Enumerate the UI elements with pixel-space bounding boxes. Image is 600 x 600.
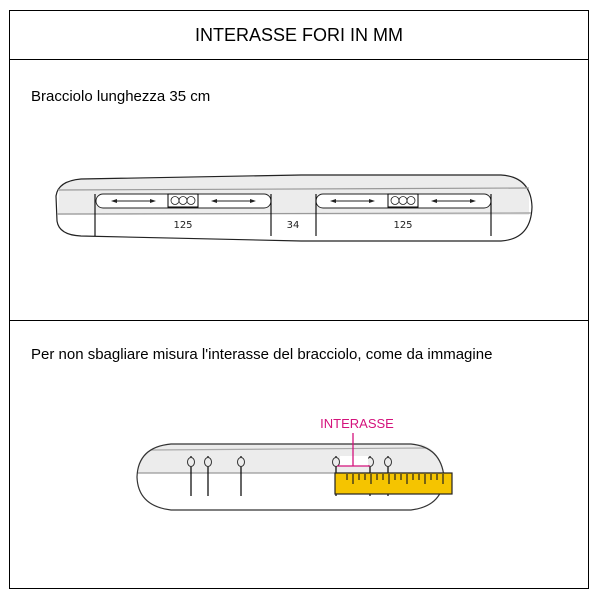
- armrest-length-caption: Bracciolo lunghezza 35 cm: [31, 88, 211, 105]
- measure-instruction-caption: Per non sbagliare misura l'interasse del…: [31, 346, 493, 363]
- armrest-dimensions-section: Bracciolo lunghezza 35 cm: [10, 60, 588, 321]
- header-row: INTERASSE FORI IN MM: [10, 11, 588, 60]
- hole-group-left: [167, 193, 199, 208]
- diagram-frame: INTERASSE FORI IN MM Bracciolo lunghezza…: [9, 10, 589, 589]
- interasse-bracket: [337, 433, 370, 467]
- dimension-slot-right: 125: [393, 220, 412, 231]
- measure-instructions-section: Per non sbagliare misura l'interasse del…: [10, 321, 588, 589]
- armrest-outline-measure: [136, 443, 445, 511]
- armrest-outline: [55, 174, 533, 242]
- armrest-dimension-drawing: 125 34 125: [55, 174, 533, 242]
- hole-group-right: [387, 193, 419, 208]
- measure-drawing: INTERASSE: [136, 416, 453, 511]
- dimension-gap: 34: [287, 220, 300, 231]
- ruler-icon: [334, 472, 453, 495]
- dimension-slot-left: 125: [173, 220, 192, 231]
- page-title: INTERASSE FORI IN MM: [194, 25, 403, 45]
- interasse-label: INTERASSE: [320, 416, 394, 431]
